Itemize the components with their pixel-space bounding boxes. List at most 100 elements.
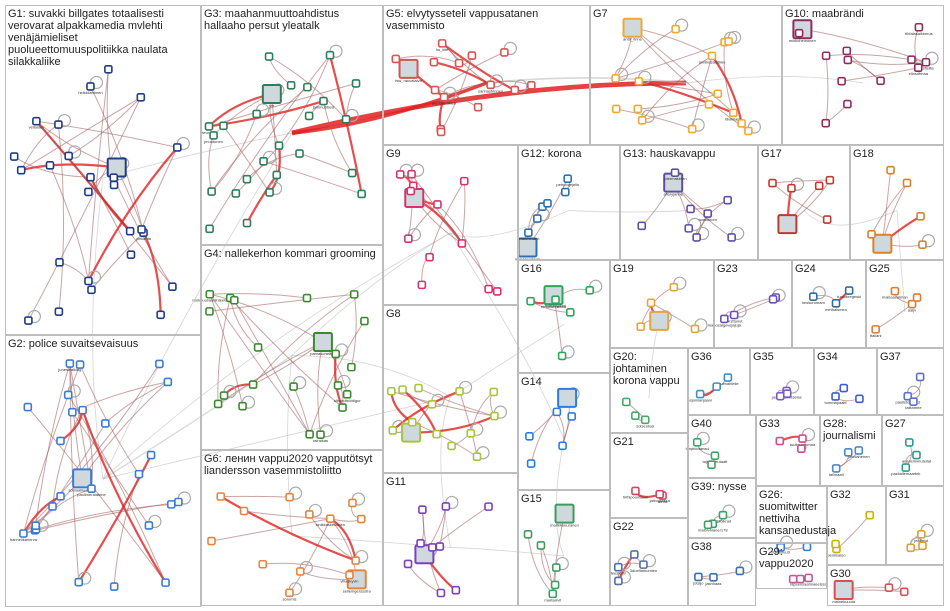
network-node bbox=[416, 538, 425, 548]
node-label: marikkuuuranen bbox=[550, 523, 579, 528]
network-node bbox=[23, 402, 33, 412]
intra-group-edge bbox=[252, 293, 355, 385]
network-node bbox=[890, 286, 900, 296]
intra-group-edge bbox=[289, 518, 331, 594]
network-node bbox=[54, 120, 63, 129]
network-node bbox=[918, 541, 927, 551]
network-node bbox=[872, 233, 893, 254]
network-node bbox=[637, 221, 647, 231]
network-node bbox=[718, 510, 728, 520]
intra-group-edge bbox=[441, 42, 516, 92]
network-node bbox=[134, 469, 144, 479]
network-node bbox=[351, 79, 361, 88]
network-node bbox=[242, 174, 252, 184]
group-label-g14: G14 bbox=[521, 376, 542, 388]
network-node bbox=[844, 286, 854, 295]
network-node bbox=[285, 492, 294, 502]
node-label: heikkilahtinen bbox=[78, 90, 102, 95]
network-node bbox=[205, 289, 215, 299]
network-node bbox=[55, 258, 64, 267]
intra-group-edge bbox=[691, 55, 713, 130]
node-label: alefia bbox=[658, 499, 668, 504]
network-node bbox=[489, 387, 499, 397]
network-node bbox=[45, 161, 55, 170]
node-label: jetterminaeri bbox=[516, 236, 539, 241]
network-node bbox=[252, 109, 261, 119]
network-node bbox=[205, 224, 214, 234]
network-node bbox=[727, 233, 736, 242]
network-node bbox=[289, 382, 298, 391]
network-node bbox=[230, 295, 239, 305]
intra-group-edge bbox=[243, 510, 331, 520]
node-label: talltamee bbox=[905, 405, 922, 410]
node-label: allaryjanne bbox=[664, 192, 684, 197]
group-label-g35: G35 bbox=[753, 351, 774, 363]
group-label-g31: G31 bbox=[889, 489, 910, 501]
network-node bbox=[787, 183, 796, 193]
network-node bbox=[710, 451, 720, 461]
group-box-g32 bbox=[827, 486, 886, 565]
group-box-g4 bbox=[201, 245, 383, 450]
node-label: soromis bbox=[282, 596, 296, 601]
network-node bbox=[640, 415, 650, 425]
node-label: fsw_rauvalaiva bbox=[395, 78, 422, 83]
group-label-g38: G38 bbox=[691, 541, 712, 553]
network-node bbox=[265, 188, 274, 197]
intra-group-edge bbox=[223, 125, 271, 193]
node-label: tallmaati bbox=[829, 472, 844, 477]
group-box-g34 bbox=[814, 348, 877, 415]
network-node bbox=[56, 492, 65, 501]
network-node bbox=[136, 92, 146, 102]
group-label-g27: G27 bbox=[885, 418, 906, 430]
group-box-g10 bbox=[782, 5, 944, 145]
network-node bbox=[723, 195, 732, 205]
network-node bbox=[86, 82, 95, 91]
intra-group-edge bbox=[211, 518, 331, 542]
network-node bbox=[871, 325, 880, 334]
group-box-g9 bbox=[383, 145, 518, 305]
network-node bbox=[68, 407, 77, 417]
network-node bbox=[24, 316, 33, 325]
network-node bbox=[907, 55, 916, 64]
network-node bbox=[703, 520, 713, 530]
network-node bbox=[915, 372, 925, 382]
node-label: tummapaatti bbox=[825, 400, 847, 405]
network-node bbox=[912, 450, 921, 460]
network-node bbox=[87, 484, 96, 493]
group-box-g14 bbox=[518, 373, 610, 490]
node-label: peolisaioo bbox=[827, 552, 846, 557]
group-label-g34: G34 bbox=[817, 351, 838, 363]
node-label: anansimmutellat bbox=[902, 459, 932, 464]
network-node bbox=[341, 115, 351, 124]
intra-group-edge bbox=[278, 55, 331, 146]
group-label-g28: G28: journalismi bbox=[823, 418, 876, 442]
network-node bbox=[84, 187, 93, 197]
intra-group-edge bbox=[49, 165, 89, 282]
intra-group-edge bbox=[418, 387, 495, 417]
intra-group-edge bbox=[209, 54, 331, 230]
network-node bbox=[795, 574, 805, 584]
network-node bbox=[490, 411, 499, 421]
network-node bbox=[916, 211, 925, 221]
node-label: jammubbesi bbox=[312, 105, 335, 110]
network-node bbox=[338, 403, 347, 412]
network-node bbox=[886, 165, 895, 175]
group-box-g33 bbox=[756, 415, 820, 486]
network-node bbox=[407, 417, 417, 427]
network-node bbox=[523, 529, 533, 539]
network-node bbox=[825, 175, 835, 185]
network-node bbox=[692, 438, 702, 447]
network-node bbox=[48, 502, 57, 511]
group-box-g1 bbox=[5, 5, 201, 335]
network-node bbox=[669, 282, 679, 292]
network-node bbox=[345, 570, 354, 580]
group-box-g24 bbox=[792, 260, 866, 348]
network-node bbox=[325, 514, 335, 523]
network-node bbox=[258, 559, 268, 569]
node-label: mariselvit bbox=[544, 597, 562, 602]
group-box-g15 bbox=[518, 490, 610, 606]
group-label-g40: G40 bbox=[691, 418, 712, 430]
network-node bbox=[901, 463, 911, 472]
intra-group-edge bbox=[13, 156, 91, 178]
intra-group-edge bbox=[323, 100, 353, 174]
